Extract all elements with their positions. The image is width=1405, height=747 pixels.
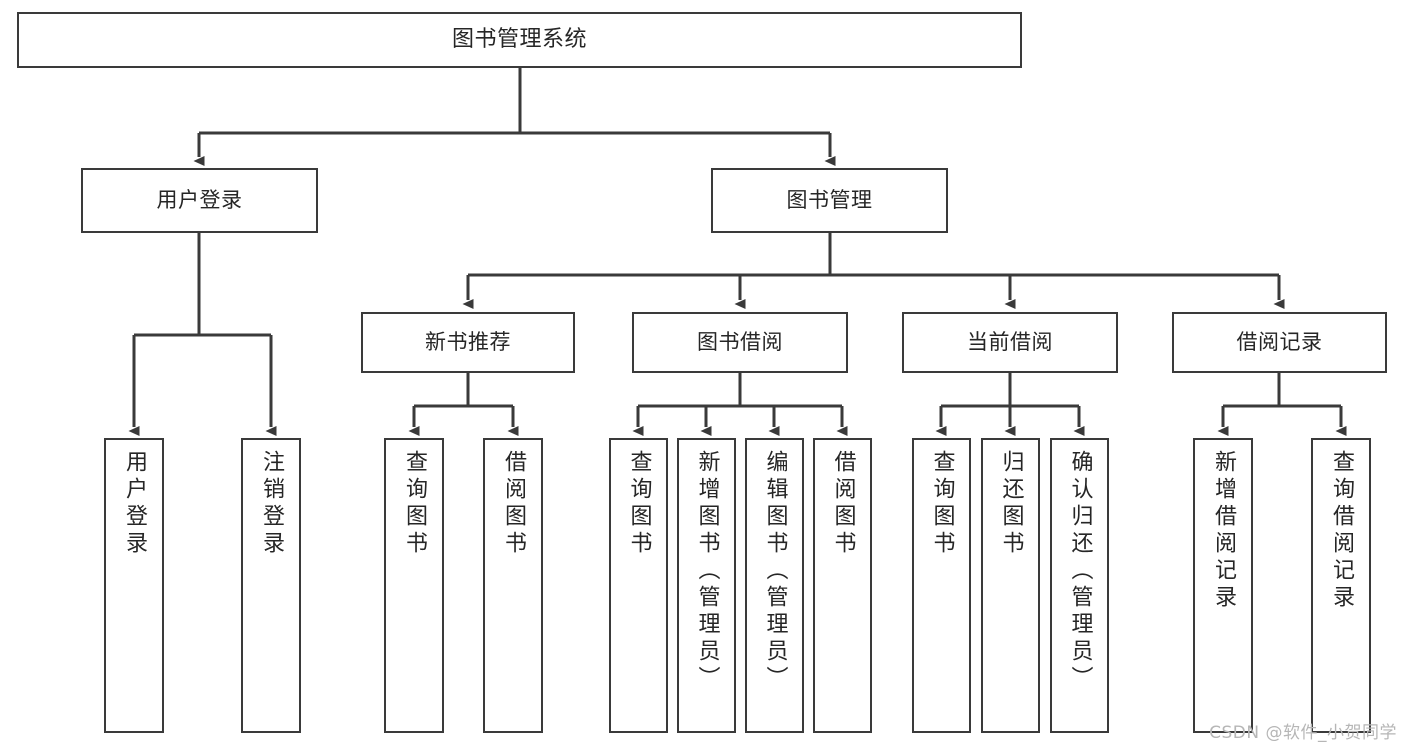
node-label: 查询图书 xyxy=(402,450,427,558)
node-label: 借阅记录 xyxy=(1236,330,1323,355)
leaf-user-login[interactable]: 用户登录 xyxy=(104,438,164,733)
node-label: 注销登录 xyxy=(259,450,284,558)
leaf-confirm-return-admin[interactable]: 确认归还（管理员） xyxy=(1050,438,1109,733)
leaf-borrow-book[interactable]: 借阅图书 xyxy=(813,438,872,733)
leaf-return-book[interactable]: 归还图书 xyxy=(981,438,1040,733)
node-label: 归还图书 xyxy=(998,450,1024,558)
leaf-query-borrow-record[interactable]: 查询借阅记录 xyxy=(1311,438,1371,733)
node-book-management[interactable]: 图书管理 xyxy=(711,168,948,233)
node-root-system[interactable]: 图书管理系统 xyxy=(17,12,1022,68)
node-label: 图书管理系统 xyxy=(451,27,587,53)
node-current-borrow[interactable]: 当前借阅 xyxy=(902,312,1118,373)
node-borrow-records[interactable]: 借阅记录 xyxy=(1172,312,1387,373)
leaf-add-book-admin[interactable]: 新增图书（管理员） xyxy=(677,438,736,733)
node-label: 用户登录 xyxy=(156,188,243,213)
node-label: 查询借阅记录 xyxy=(1329,450,1354,612)
leaf-add-borrow-record[interactable]: 新增借阅记录 xyxy=(1193,438,1253,733)
node-book-borrow[interactable]: 图书借阅 xyxy=(632,312,848,373)
leaf-borrow-book-recommend[interactable]: 借阅图书 xyxy=(483,438,543,733)
leaf-query-book-current[interactable]: 查询图书 xyxy=(912,438,971,733)
leaf-query-book-borrow[interactable]: 查询图书 xyxy=(609,438,668,733)
node-label: 当前借阅 xyxy=(967,330,1053,355)
node-label: 编辑图书（管理员） xyxy=(762,450,788,693)
node-label: 借阅图书 xyxy=(830,450,856,558)
node-label: 借阅图书 xyxy=(501,450,526,558)
node-label: 图书管理 xyxy=(786,188,873,213)
node-user-login[interactable]: 用户登录 xyxy=(81,168,318,233)
leaf-query-book-recommend[interactable]: 查询图书 xyxy=(384,438,444,733)
node-label: 新书推荐 xyxy=(425,330,511,355)
node-label: 图书借阅 xyxy=(697,330,783,355)
leaf-edit-book-admin[interactable]: 编辑图书（管理员） xyxy=(745,438,804,733)
node-new-book-recommend[interactable]: 新书推荐 xyxy=(361,312,575,373)
node-label: 查询图书 xyxy=(929,450,955,558)
node-label: 查询图书 xyxy=(626,450,652,558)
node-label: 新增图书（管理员） xyxy=(694,450,720,693)
leaf-user-logout[interactable]: 注销登录 xyxy=(241,438,301,733)
node-label: 新增借阅记录 xyxy=(1211,450,1236,612)
watermark: CSDN @软件_小贺同学 xyxy=(1209,723,1397,743)
node-label: 用户登录 xyxy=(122,450,147,558)
node-label: 确认归还（管理员） xyxy=(1067,450,1093,693)
